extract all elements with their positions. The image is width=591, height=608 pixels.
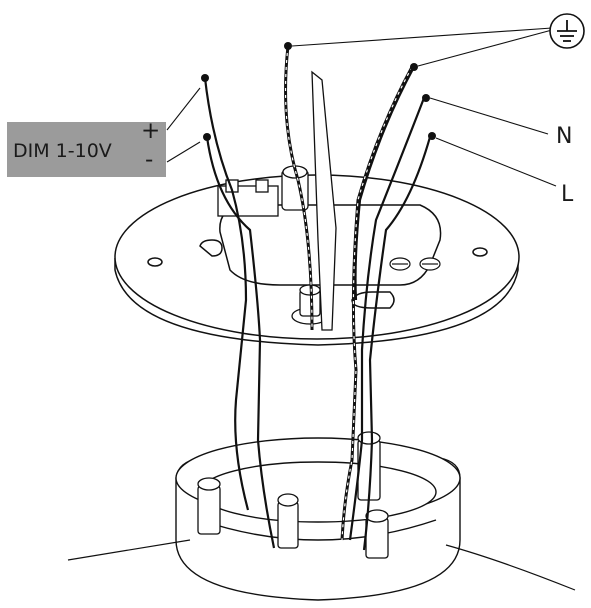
ceiling-line-right: [445, 544, 576, 591]
dim-label-box: [7, 122, 166, 177]
minus-label: -: [145, 147, 154, 173]
ground-wires: [284, 45, 414, 541]
box-screw-left: [197, 477, 221, 535]
ground-symbol-icon: [549, 13, 585, 49]
plus-label: +: [141, 118, 161, 144]
wire-ends: [201, 42, 436, 141]
plate-ground-screw: [291, 284, 329, 325]
line-label: L: [561, 182, 574, 207]
neutral-label: N: [556, 124, 573, 149]
ceiling-line-left: [67, 539, 191, 561]
ground-strap: [311, 70, 337, 331]
box-screw-right-bottom: [365, 509, 389, 559]
plate-screw-right-1: [389, 257, 411, 271]
wires: [203, 66, 432, 551]
junction-box: [175, 437, 461, 601]
plate-screw-right-2: [419, 257, 441, 271]
box-screw-center: [277, 493, 299, 549]
dim-label: DIM 1-10V: [13, 140, 112, 162]
leader-lines: [166, 27, 557, 187]
